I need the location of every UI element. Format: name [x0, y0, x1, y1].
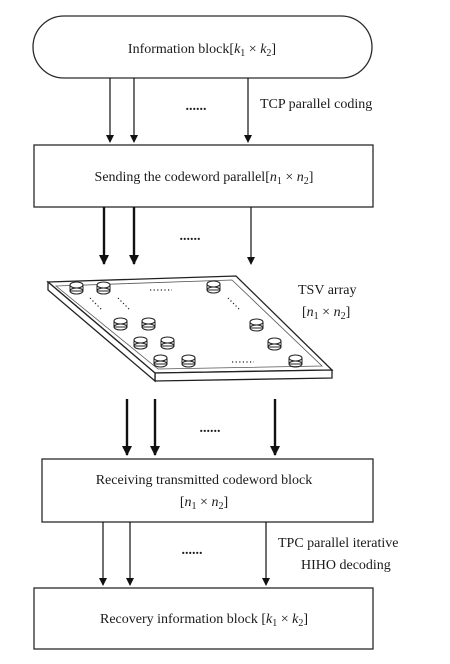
- tsv-via: [69, 281, 84, 295]
- tsv-array: [46, 275, 334, 383]
- tsv-array-size: [n1 × n2]: [302, 305, 350, 322]
- ellipsis-3: ......: [200, 421, 221, 436]
- ellipsis-2: ......: [180, 229, 201, 244]
- tsv-via: [249, 318, 264, 332]
- tsv-via: [267, 337, 282, 351]
- ellipsis-1: ......: [186, 99, 207, 114]
- tpc-decoding-label-line2: HIHO decoding: [301, 558, 391, 573]
- receiving-block-label: Receiving transmitted codeword block: [96, 473, 313, 488]
- tsv-via: [141, 317, 156, 331]
- tsv-via: [181, 354, 196, 368]
- recovery-block: [33, 587, 374, 650]
- tcp-parallel-coding-label: TCP parallel coding: [260, 97, 372, 112]
- information-block-label: Information block[k1 × k2]: [128, 42, 276, 59]
- tsv-via: [160, 336, 175, 350]
- tsv-array-title: TSV array: [298, 283, 356, 298]
- recovery-block-label: Recovery information block [k1 × k2]: [100, 612, 308, 629]
- sending-block: [33, 144, 374, 208]
- ellipsis-4: ......: [182, 543, 203, 558]
- information-block: [32, 15, 373, 79]
- tsv-via: [96, 281, 111, 295]
- tsv-via: [113, 317, 128, 331]
- tpc-decoding-label-line1: TPC parallel iterative: [278, 536, 399, 551]
- sending-block-label: Sending the codeword parallel[n1 × n2]: [95, 170, 314, 187]
- tsv-via: [133, 336, 148, 350]
- tsv-via: [206, 280, 221, 294]
- tsv-via: [288, 354, 303, 368]
- tsv-via: [153, 354, 168, 368]
- receiving-block: [41, 458, 374, 523]
